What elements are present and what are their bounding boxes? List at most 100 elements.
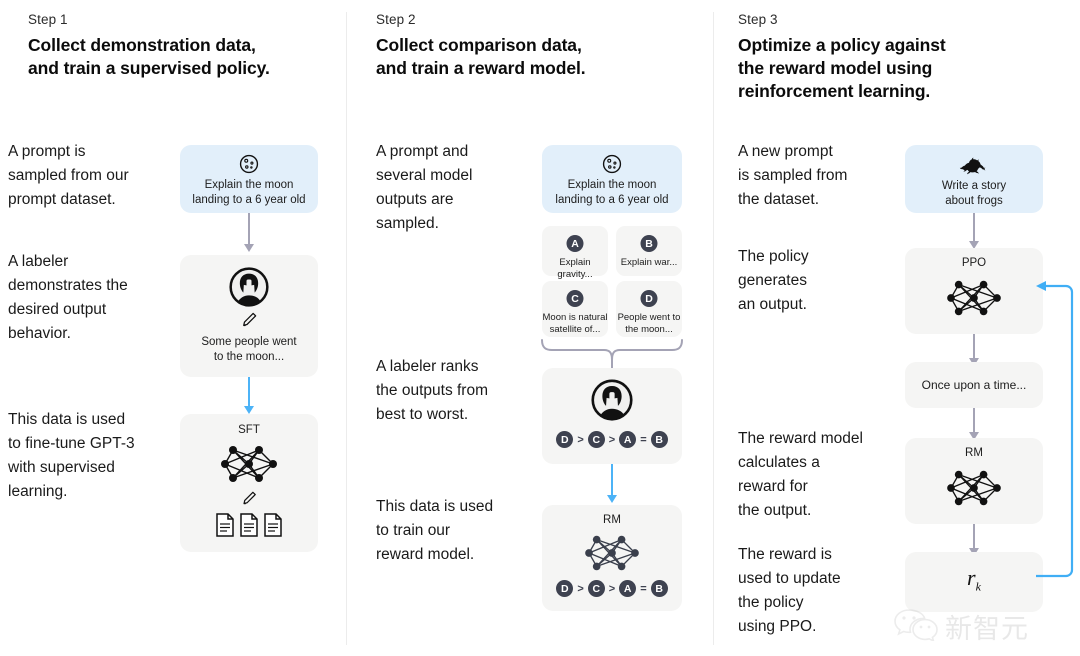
- step-2-ranking-labeler: D > C > A = B: [542, 431, 682, 448]
- badge-c: C: [566, 290, 584, 307]
- step-3-title: Optimize a policy against the reward mod…: [738, 34, 1068, 103]
- badge-c: C: [587, 431, 605, 448]
- step-1-title-line-2: and train a supervised policy.: [28, 58, 270, 78]
- badge-d: D: [640, 290, 658, 307]
- step-3-paragraph-4: The reward is used to update the policy …: [738, 546, 841, 635]
- step-2-rm-label: RM: [603, 514, 621, 526]
- pencil-icon: [240, 311, 258, 334]
- neural-net-icon: [219, 440, 279, 493]
- feedback-loop-arrow: [1036, 276, 1080, 586]
- person-icon: [229, 267, 269, 312]
- rank-op-1: >: [577, 433, 584, 446]
- person-icon: [591, 379, 633, 426]
- step-2-label: Step 2: [376, 12, 416, 27]
- step-1-prompt-box[interactable]: Explain the moon landing to a 6 year old: [180, 145, 318, 213]
- step-3-output-text: Once upon a time...: [921, 378, 1027, 392]
- step-2-title-line-1: Collect comparison data,: [376, 35, 582, 55]
- step-2-paragraph-1: A prompt and several model outputs are s…: [376, 143, 473, 232]
- neural-net-icon: [945, 275, 1003, 326]
- moon-icon: [601, 153, 623, 180]
- step-3-rm-box[interactable]: RM: [905, 438, 1043, 524]
- step-3-prompt-caption: Write a story about frogs: [941, 180, 1007, 207]
- badge-b: B: [650, 580, 668, 597]
- step-1-label: Step 1: [28, 12, 68, 27]
- watermark-text: 新智元: [945, 613, 1029, 645]
- step-3-ppo-box[interactable]: PPO: [905, 248, 1043, 334]
- step-3-label: Step 3: [738, 12, 778, 27]
- neural-net-icon: [583, 530, 641, 581]
- output-a-text: Explain gravity...: [557, 257, 593, 280]
- step-2-title: Collect comparison data, and train a rew…: [376, 34, 696, 80]
- column-divider-2: [713, 12, 714, 645]
- step-1-paragraph-1: A prompt is sampled from our prompt data…: [8, 143, 129, 208]
- rank-op-3: =: [640, 582, 647, 595]
- step-3-paragraph-3: The reward model calculates a reward for…: [738, 430, 863, 519]
- badge-a: A: [619, 580, 637, 597]
- arrow-output-to-rm: [905, 408, 1043, 440]
- reward-r: r: [967, 565, 976, 590]
- step-3-rm-label: RM: [965, 447, 983, 459]
- badge-b: B: [650, 431, 668, 448]
- step-1-paragraph-2: A labeler demonstrates the desired outpu…: [8, 253, 128, 342]
- step-1-sft-label: SFT: [238, 424, 260, 436]
- step-2-prompt-box[interactable]: Explain the moon landing to a 6 year old: [542, 145, 682, 213]
- step-1-prompt-caption: Explain the moon landing to a 6 year old: [192, 179, 306, 206]
- step-2-column: Step 2 Collect comparison data, and trai…: [347, 0, 713, 656]
- step-2-output-card-d[interactable]: D People went to the moon...: [616, 281, 682, 337]
- step-1-sft-box[interactable]: SFT: [180, 414, 318, 552]
- step-1-title: Collect demonstration data, and train a …: [28, 34, 338, 80]
- wechat-icon: [893, 607, 939, 646]
- badge-c: C: [587, 580, 605, 597]
- step-2-prompt-caption: Explain the moon landing to a 6 year old: [555, 179, 669, 206]
- badge-d: D: [556, 431, 574, 448]
- step-2-paragraph-2: A labeler ranks the outputs from best to…: [376, 358, 489, 423]
- step-2-ranking-rm: D > C > A = B: [542, 580, 682, 597]
- output-c-text: Moon is natural satellite of...: [542, 312, 608, 335]
- badge-a: A: [566, 235, 584, 252]
- step-2-output-card-c[interactable]: C Moon is natural satellite of...: [542, 281, 608, 337]
- step-1-labeler-caption: Some people went to the moon...: [201, 336, 297, 363]
- step-3-title-line-1: Optimize a policy against: [738, 35, 946, 55]
- badge-d: D: [556, 580, 574, 597]
- step-2-ranker-box[interactable]: D > C > A = B: [542, 368, 682, 464]
- rank-op-2: >: [608, 433, 616, 446]
- frog-icon: [959, 155, 989, 180]
- reward-symbol: rk: [905, 565, 1043, 594]
- step-2-output-card-a[interactable]: A Explain gravity...: [542, 226, 608, 280]
- step-2-title-line-2: and train a reward model.: [376, 58, 586, 78]
- neural-net-icon: [945, 465, 1003, 516]
- step-1-column: Step 1 Collect demonstration data, and t…: [0, 0, 346, 656]
- badge-a: A: [619, 431, 637, 448]
- step-3-paragraph-1: A new prompt is sampled from the dataset…: [738, 143, 848, 208]
- step-1-paragraph-3: This data is used to fine-tune GPT-3 wit…: [8, 411, 135, 500]
- watermark: 新智元: [893, 598, 1073, 654]
- arrow-prompt-to-labeler: [180, 213, 318, 254]
- arrow-ranker-to-rm: [542, 464, 682, 506]
- step-1-title-line-1: Collect demonstration data,: [28, 35, 256, 55]
- arrow-prompt-to-ppo: [905, 213, 1043, 249]
- step-3-column: Step 3 Optimize a policy against the rew…: [714, 0, 1080, 656]
- step-3-title-line-3: reinforcement learning.: [738, 81, 931, 101]
- moon-icon: [238, 153, 260, 180]
- step-3-ppo-label: PPO: [961, 257, 987, 269]
- step-3-title-line-2: the reward model using: [738, 58, 933, 78]
- step-2-paragraph-3: This data is used to train our reward mo…: [376, 498, 494, 563]
- step-2-output-card-b[interactable]: B Explain war...: [616, 226, 682, 276]
- column-divider-1: [346, 12, 347, 645]
- badge-b: B: [640, 235, 658, 252]
- reward-subscript: k: [975, 579, 981, 594]
- output-b-text: Explain war...: [620, 257, 678, 268]
- arrow-labeler-to-sft: [180, 377, 318, 417]
- step-3-prompt-box[interactable]: Write a story about frogs: [905, 145, 1043, 213]
- rank-op-1: >: [577, 582, 584, 595]
- step-3-paragraph-2: The policy generates an output.: [738, 248, 809, 313]
- step-3-output-box[interactable]: Once upon a time...: [905, 362, 1043, 408]
- step-3-reward-box[interactable]: rk: [905, 552, 1043, 612]
- step-2-rm-box[interactable]: RM D: [542, 505, 682, 611]
- rank-op-3: =: [640, 433, 647, 446]
- output-d-text: People went to the moon...: [617, 312, 681, 335]
- rank-op-2: >: [608, 582, 616, 595]
- pencil-icon: [241, 490, 258, 512]
- step-1-labeler-box[interactable]: Some people went to the moon...: [180, 255, 318, 377]
